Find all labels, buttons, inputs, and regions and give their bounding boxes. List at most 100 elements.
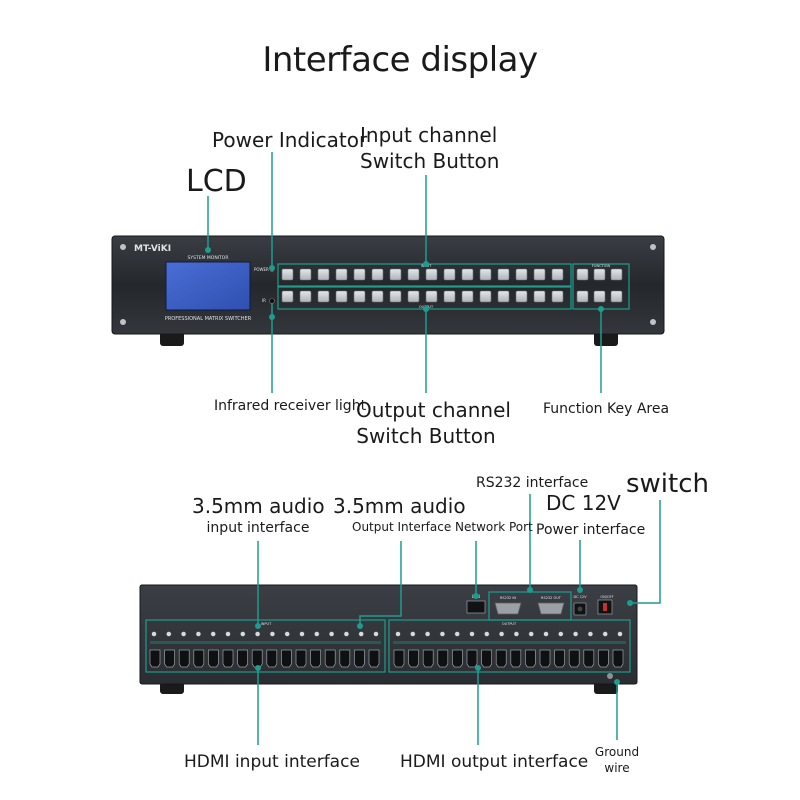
hdmi-port[interactable]	[368, 649, 380, 668]
hdmi-port[interactable]	[393, 649, 405, 668]
input-channel-buttons[interactable]	[281, 268, 564, 281]
audio-jack[interactable]	[314, 631, 320, 637]
output-channel-button[interactable]	[443, 290, 456, 303]
hdmi-port[interactable]	[324, 649, 336, 668]
hdmi-port[interactable]	[598, 649, 609, 668]
audio-jack[interactable]	[343, 631, 350, 637]
hdmi-port[interactable]	[164, 649, 175, 668]
input-channel-button[interactable]	[317, 268, 330, 281]
hdmi-port[interactable]	[222, 649, 234, 668]
hdmi-port[interactable]	[339, 649, 351, 668]
hdmi-port[interactable]	[422, 649, 434, 668]
audio-jack[interactable]	[269, 631, 276, 637]
audio-jack[interactable]	[210, 631, 216, 637]
audio-jack[interactable]	[395, 631, 401, 637]
output-channel-button[interactable]	[389, 290, 402, 303]
audio-jack[interactable]	[587, 631, 594, 637]
audio-jack[interactable]	[180, 631, 187, 637]
output-channel-buttons[interactable]	[281, 290, 564, 303]
function-key[interactable]	[610, 290, 623, 303]
audio-jack[interactable]	[284, 631, 290, 637]
hdmi-port[interactable]	[539, 649, 551, 668]
audio-jack[interactable]	[358, 631, 364, 637]
hdmi-port[interactable]	[510, 649, 522, 668]
input-channel-button[interactable]	[371, 268, 384, 281]
input-channel-button[interactable]	[335, 268, 348, 281]
hdmi-input-ports[interactable]	[149, 649, 380, 668]
audio-jack[interactable]	[484, 631, 490, 637]
hdmi-port[interactable]	[266, 649, 278, 668]
hdmi-port[interactable]	[310, 649, 321, 668]
hdmi-port[interactable]	[149, 649, 161, 668]
audio-jack[interactable]	[572, 631, 579, 637]
hdmi-port[interactable]	[237, 649, 248, 668]
audio-jack[interactable]	[439, 631, 446, 637]
hdmi-port[interactable]	[408, 649, 419, 668]
audio-jack[interactable]	[225, 631, 231, 637]
audio-jack[interactable]	[617, 631, 623, 637]
hdmi-port[interactable]	[437, 649, 449, 668]
input-channel-button[interactable]	[353, 268, 366, 281]
input-channel-button[interactable]	[425, 268, 438, 281]
audio-jack[interactable]	[454, 631, 460, 637]
output-channel-button[interactable]	[551, 290, 564, 303]
input-channel-button[interactable]	[389, 268, 402, 281]
output-channel-button[interactable]	[407, 290, 420, 303]
audio-jack[interactable]	[166, 631, 172, 637]
function-keys[interactable]	[576, 268, 623, 303]
output-channel-button[interactable]	[425, 290, 438, 303]
hdmi-port[interactable]	[481, 649, 492, 668]
input-channel-button[interactable]	[299, 268, 312, 281]
audio-input-jacks[interactable]	[151, 631, 379, 637]
output-channel-button[interactable]	[497, 290, 510, 303]
audio-jack[interactable]	[240, 631, 246, 637]
hdmi-port[interactable]	[208, 649, 219, 668]
function-key[interactable]	[593, 290, 606, 303]
hdmi-port[interactable]	[178, 649, 190, 668]
output-channel-button[interactable]	[371, 290, 384, 303]
input-channel-button[interactable]	[479, 268, 492, 281]
audio-jack[interactable]	[543, 631, 549, 637]
hdmi-port[interactable]	[295, 649, 307, 668]
audio-output-jacks[interactable]	[395, 631, 623, 637]
audio-jack[interactable]	[254, 631, 261, 637]
input-channel-button[interactable]	[443, 268, 456, 281]
input-channel-button[interactable]	[533, 268, 546, 281]
audio-jack[interactable]	[299, 631, 305, 637]
hdmi-output-ports[interactable]	[393, 649, 624, 668]
audio-jack[interactable]	[410, 631, 416, 637]
audio-jack[interactable]	[195, 631, 202, 637]
audio-jack[interactable]	[373, 631, 379, 637]
audio-jack[interactable]	[328, 631, 335, 637]
hdmi-port[interactable]	[281, 649, 292, 668]
input-channel-button[interactable]	[281, 268, 294, 281]
hdmi-port[interactable]	[583, 649, 595, 668]
audio-jack[interactable]	[528, 631, 534, 637]
audio-jack[interactable]	[513, 631, 520, 637]
output-channel-button[interactable]	[317, 290, 330, 303]
input-channel-button[interactable]	[407, 268, 420, 281]
output-channel-button[interactable]	[299, 290, 312, 303]
input-channel-button[interactable]	[551, 268, 564, 281]
output-channel-button[interactable]	[335, 290, 348, 303]
hdmi-port[interactable]	[452, 649, 463, 668]
input-channel-button[interactable]	[515, 268, 528, 281]
output-channel-button[interactable]	[479, 290, 492, 303]
function-key[interactable]	[593, 268, 606, 281]
hdmi-port[interactable]	[612, 649, 624, 668]
hdmi-port[interactable]	[568, 649, 580, 668]
audio-jack[interactable]	[602, 631, 608, 637]
hdmi-port[interactable]	[251, 649, 263, 668]
function-key[interactable]	[576, 290, 589, 303]
output-channel-button[interactable]	[281, 290, 294, 303]
audio-jack[interactable]	[469, 631, 475, 637]
audio-jack[interactable]	[424, 631, 431, 637]
input-channel-button[interactable]	[461, 268, 474, 281]
hdmi-port[interactable]	[554, 649, 565, 668]
rs232-in-port[interactable]	[494, 602, 522, 615]
audio-jack[interactable]	[151, 631, 157, 637]
function-key[interactable]	[576, 268, 589, 281]
output-channel-button[interactable]	[353, 290, 366, 303]
function-key[interactable]	[610, 268, 623, 281]
lan-port[interactable]	[466, 600, 486, 614]
